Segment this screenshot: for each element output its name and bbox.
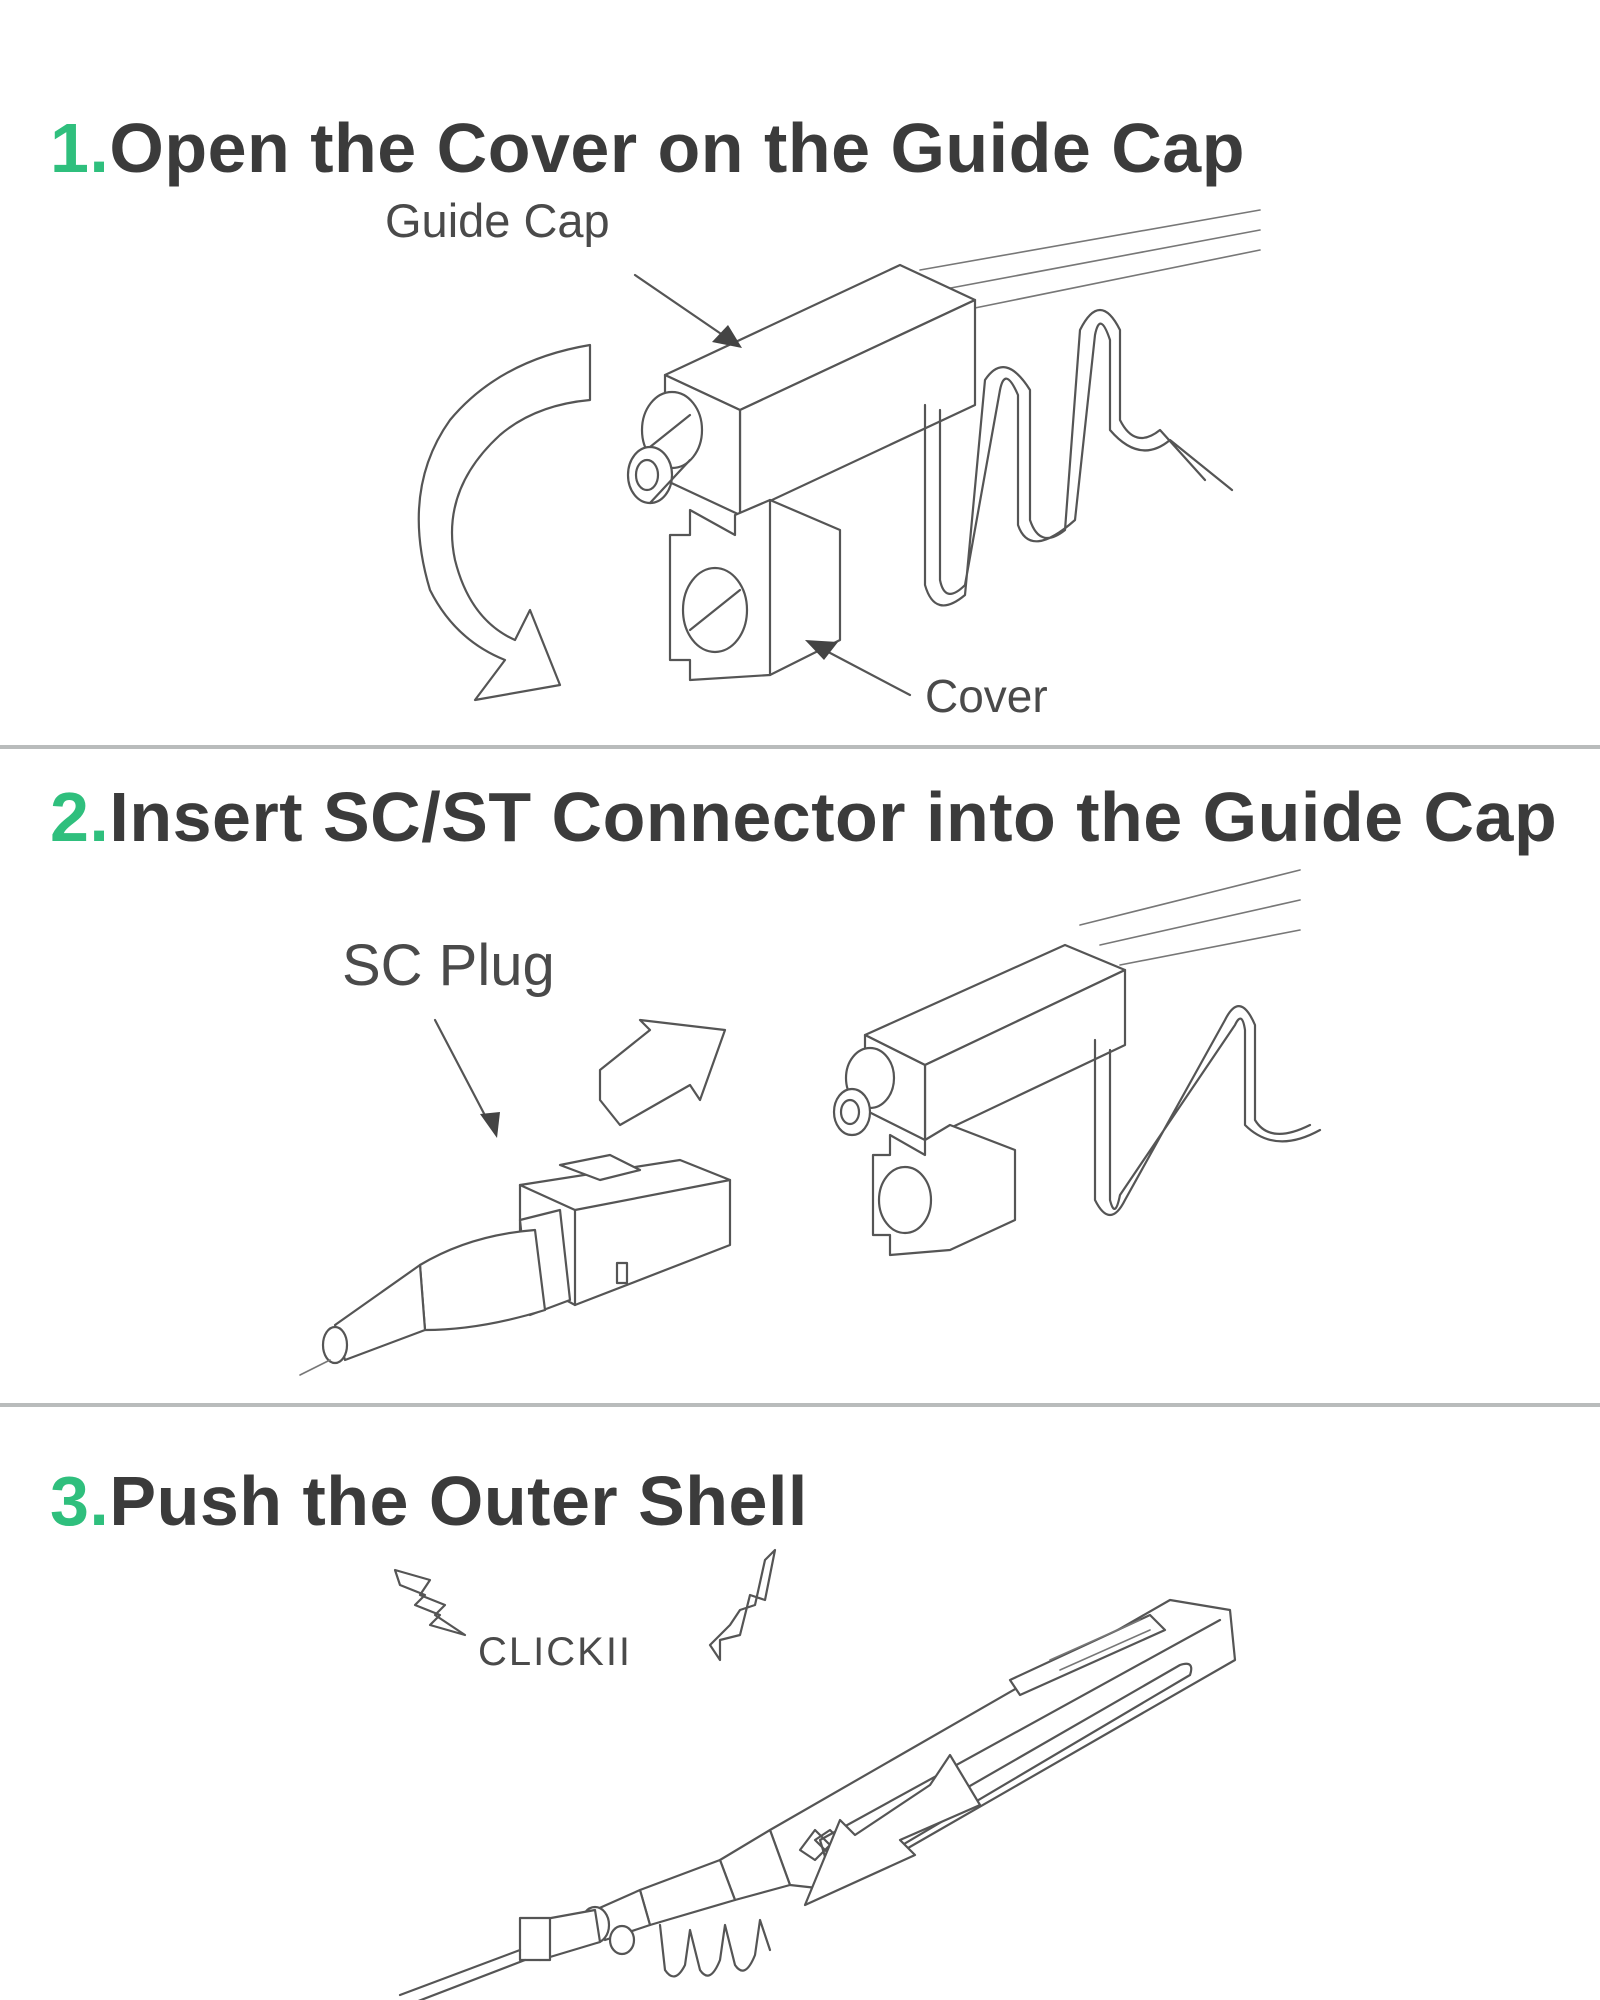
- divider-1: [0, 745, 1600, 749]
- fiber-lines-2: [1079, 869, 1301, 966]
- insert-arrow-icon: [598, 1018, 727, 1127]
- step-1-number: 1.: [50, 109, 110, 187]
- step-3-text: Push the Outer Shell: [109, 1462, 808, 1540]
- rotate-arrow-icon: [417, 343, 592, 702]
- step-2-diagram: SC Plug: [0, 860, 1600, 1400]
- fiber-coil-2: [1093, 1005, 1322, 1217]
- divider-2: [0, 1403, 1600, 1407]
- sc-connector: [299, 1153, 732, 1376]
- sc-plug-pointer: [433, 1018, 492, 1127]
- step-2-title: 2.Insert SC/ST Connector into the Guide …: [50, 782, 1557, 852]
- click-spark-left-icon: [393, 1568, 467, 1637]
- guide-cap-label: Guide Cap: [385, 194, 610, 247]
- guide-cap-body-2: [832, 943, 1127, 1257]
- step-1-text: Open the Cover on the Guide Cap: [109, 109, 1245, 187]
- cleaner-nozzle: [398, 1828, 792, 2000]
- cover-part: [668, 498, 842, 682]
- cover-pointer-head-icon: [805, 640, 838, 660]
- step-3-diagram: CLICKII: [0, 1540, 1600, 2000]
- guide-cap-cover-illustration: Guide Cap Cover: [385, 194, 1261, 722]
- cover-label: Cover: [925, 670, 1048, 722]
- step-1-diagram: Guide Cap Cover: [0, 190, 1600, 740]
- fiber-lines: [919, 209, 1261, 311]
- guide-cap-pointer-head-icon: [712, 325, 742, 348]
- fiber-coil: [923, 309, 1234, 607]
- sc-plug-pointer-head-icon: [480, 1112, 500, 1138]
- guide-cap-pointer: [633, 273, 732, 342]
- push-outer-shell-illustration: CLICKII: [393, 1548, 1237, 2000]
- click-spark-right-icon: [708, 1548, 777, 1662]
- step-2-text: Insert SC/ST Connector into the Guide Ca…: [109, 778, 1558, 856]
- step-1-title: 1.Open the Cover on the Guide Cap: [50, 113, 1245, 183]
- step-3-number: 3.: [50, 1462, 110, 1540]
- step-2-number: 2.: [50, 778, 110, 856]
- step-3-title: 3.Push the Outer Shell: [50, 1466, 808, 1536]
- click-label: CLICKII: [478, 1630, 632, 1674]
- guide-cap-body: [626, 263, 977, 517]
- sc-plug-label: SC Plug: [342, 933, 555, 998]
- insert-connector-illustration: SC Plug: [299, 869, 1322, 1376]
- cover-pointer: [813, 643, 912, 697]
- push-arrow-icon: [803, 1753, 982, 1907]
